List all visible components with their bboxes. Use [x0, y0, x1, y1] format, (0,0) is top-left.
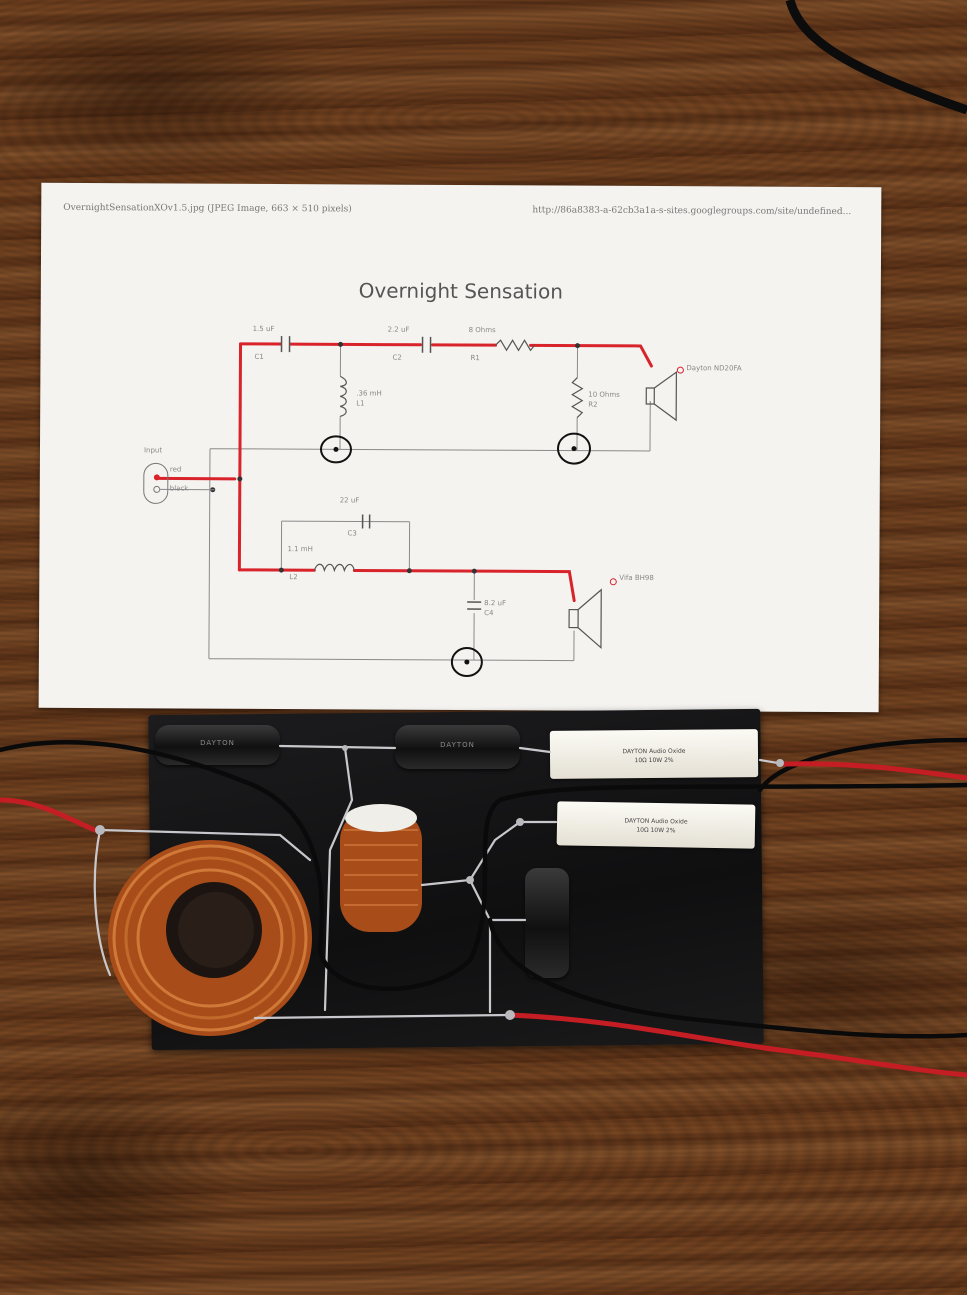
crossover-schematic	[143, 336, 684, 678]
capacitor-c2-brand: DAYTON	[440, 741, 475, 749]
capacitor-c1-brand: DAYTON	[200, 739, 235, 747]
inductor-l1	[340, 804, 422, 932]
capacitor-c2: DAYTON	[395, 725, 520, 769]
schematic-printout: OvernightSensationXOv1.5.jpg (JPEG Image…	[38, 182, 882, 713]
capacitor-c4	[525, 868, 569, 978]
inductor-l2	[108, 840, 312, 1036]
